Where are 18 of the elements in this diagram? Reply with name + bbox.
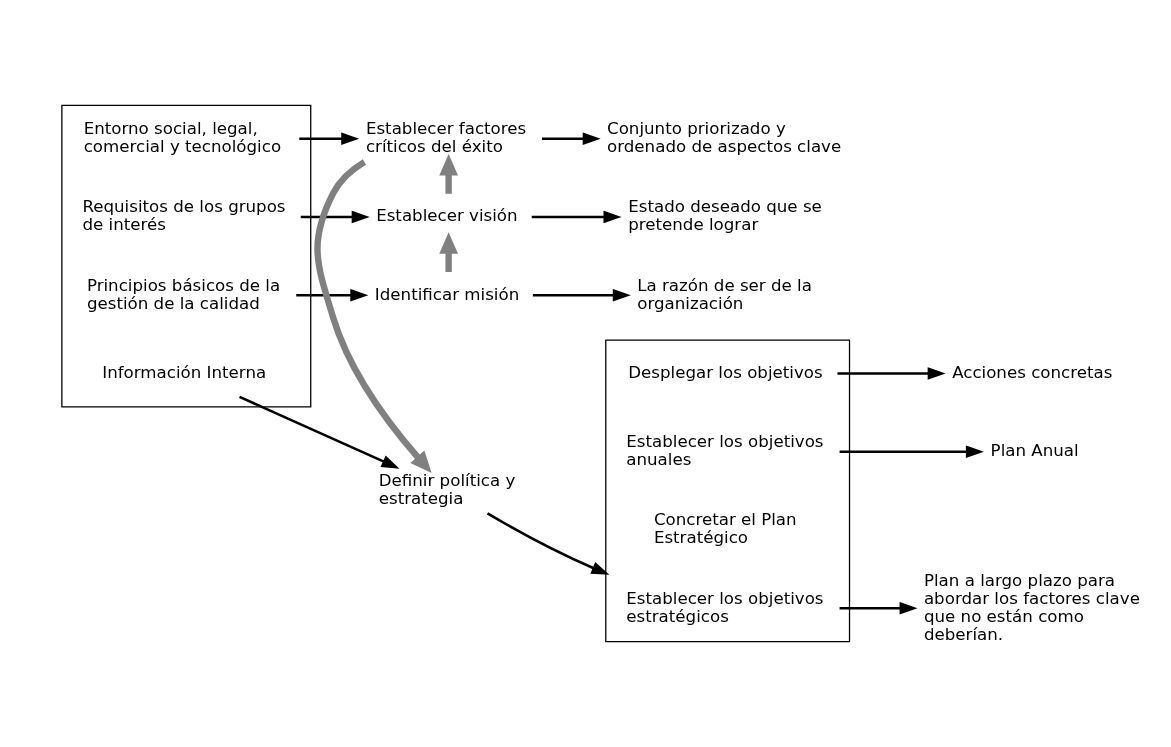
node-text: La razón de ser de la organización — [637, 275, 812, 313]
node-text: Información Interna — [102, 362, 267, 382]
node-text: Principios básicos de la gestión de la calidad — [86, 275, 281, 313]
node-text: Plan Anual — [990, 441, 1079, 461]
node-text: Desplegar los objetivos — [628, 362, 823, 382]
node-text: Concretar el Plan Estratégico — [653, 510, 797, 548]
node-text: Estado deseado que se pretende lograr — [628, 197, 822, 235]
node-text: Requisitos de los grupos de interés — [82, 197, 286, 235]
node-text: Establecer factores críticos del éxito — [365, 119, 527, 157]
node-text: Definir política y estrategia — [378, 470, 516, 508]
node-text: Acciones concretas — [952, 362, 1113, 382]
node-text: Entorno social, legal, comercial y tecnológico — [83, 119, 282, 157]
node-text: Plan a largo plazo para abordar los factores clave que no están como deberían. — [923, 570, 1140, 644]
node-text: Conjunto priorizado y ordenado de aspectos clave — [607, 119, 842, 157]
node-text: Establecer los objetivos anuales — [626, 432, 824, 470]
node-text: Establecer visión — [376, 206, 518, 226]
node-text: Establecer los objetivos estratégicos — [626, 588, 824, 626]
node-text: Identificar misión — [374, 284, 520, 304]
